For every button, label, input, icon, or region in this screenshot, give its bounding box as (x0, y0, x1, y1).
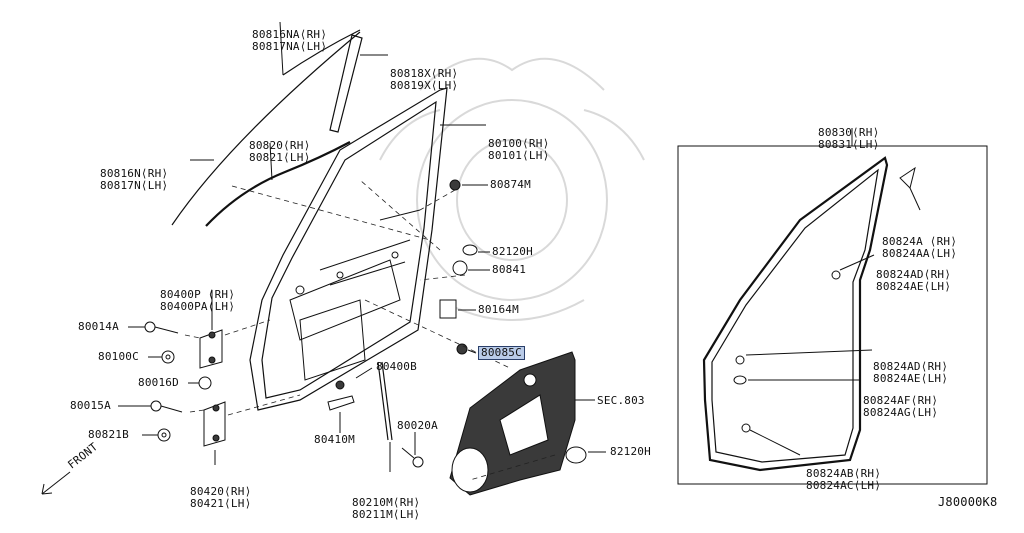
bolt-80016d-part (198, 376, 212, 390)
sash-cover-part (329, 34, 363, 133)
label-sec-803: SEC.803 (597, 394, 645, 407)
clip-80085c-part (456, 343, 468, 355)
plug-80841-part (452, 260, 468, 276)
weatherstrip-part (702, 156, 889, 472)
label-80824ad-lower: 80824AD⟨RH⟩80824AE⟨LH⟩ (873, 360, 949, 385)
label-hinge-lower: 80420⟨RH⟩80421⟨LH⟩ (190, 485, 252, 510)
glass-run-inner-part (205, 141, 351, 227)
label-80410m: 80410M (314, 433, 355, 446)
weatherstrip-box (677, 145, 988, 485)
seal-80164m-part (439, 299, 457, 319)
clip-80824af-part (733, 375, 747, 385)
label-80020a: 80020A (397, 419, 438, 432)
label-80164m: 80164M (478, 303, 519, 316)
clip-80824ad-upper-part (831, 270, 841, 280)
check-link-part (327, 380, 355, 411)
leader-lines (118, 21, 921, 472)
plug-82120h-upper-part (462, 244, 478, 256)
clip-80824ad-lower-part (735, 355, 745, 365)
label-80015a: 80015A (70, 399, 111, 412)
label-door-panel: 80100⟨RH⟩80101⟨LH⟩ (488, 137, 550, 162)
lower-hinge-part (203, 401, 226, 447)
label-glass-run-inner: 80820⟨RH⟩80821⟨LH⟩ (249, 139, 311, 164)
watermark-emblem (379, 57, 645, 321)
label-80874m: 80874M (490, 178, 531, 191)
bolt-80014a-part (144, 321, 179, 334)
rod-part (377, 361, 393, 441)
molding-long-part (171, 31, 361, 226)
clip-80824ab-part (741, 423, 751, 433)
diagram-code: J80000K8 (938, 495, 998, 509)
door-parts-diagram (41, 21, 988, 496)
label-80824ab: 80824AB⟨RH⟩80824AC⟨LH⟩ (806, 467, 882, 492)
label-80824af: 80824AF⟨RH⟩80824AG⟨LH⟩ (863, 394, 939, 419)
label-hinge-upper: 80400P ⟨RH⟩80400PA⟨LH⟩ (160, 288, 236, 313)
label-82120h-lower: 82120H (610, 445, 651, 458)
nut-80100c-part (161, 350, 175, 364)
door-frame-part (249, 87, 448, 411)
clip-80824a-part (899, 166, 916, 189)
bolt-80020a-part (401, 447, 424, 468)
glass-run-outer-part (282, 29, 361, 76)
door-module-part (449, 351, 576, 496)
label-glass-run-outer: 80816NA⟨RH⟩80817NA⟨LH⟩ (252, 28, 328, 53)
label-80841: 80841 (492, 263, 527, 276)
label-80400b: 80400B (376, 360, 417, 373)
upper-hinge-part (199, 329, 223, 369)
label-weatherstrip: 80830⟨RH⟩80831⟨LH⟩ (818, 126, 880, 151)
label-rod: 80210M⟨RH⟩80211M⟨LH⟩ (352, 496, 421, 521)
label-molding: 80816N⟨RH⟩80817N⟨LH⟩ (100, 167, 169, 192)
label-80085c: 80085C (478, 346, 525, 360)
label-82120h-upper: 82120H (492, 245, 533, 258)
label-80014a: 80014A (78, 320, 119, 333)
nut-80874m-part (449, 179, 461, 191)
plug-82120h-lower-part (565, 446, 587, 464)
label-80821b: 80821B (88, 428, 129, 441)
front-arrow-icon (41, 471, 71, 495)
label-80824a: 80824A ⟨RH⟩80824AA⟨LH⟩ (882, 235, 958, 260)
label-sash-cover: 80818X⟨RH⟩80819X⟨LH⟩ (390, 67, 459, 92)
nut-80821b-part (157, 428, 171, 442)
label-80824ad-upper: 80824AD⟨RH⟩80824AE⟨LH⟩ (876, 268, 952, 293)
label-80016d: 80016D (138, 376, 179, 389)
bolt-80015a-part (150, 400, 183, 413)
label-80100c: 80100C (98, 350, 139, 363)
dashed-guides (184, 179, 556, 481)
